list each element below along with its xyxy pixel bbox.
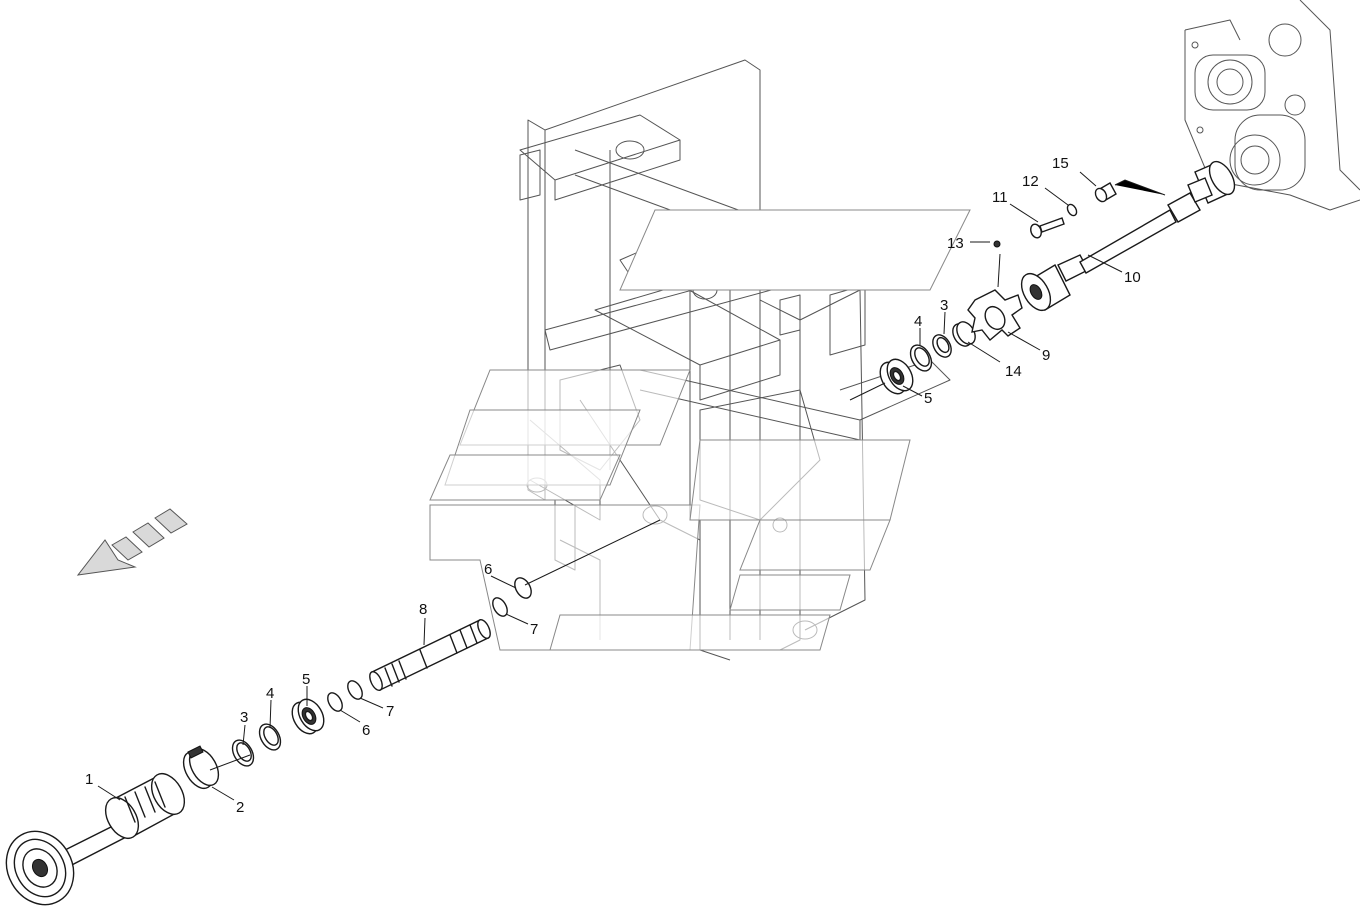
part-14-spacer	[952, 321, 976, 347]
gearbox-housing	[1184, 0, 1360, 211]
part-6-washer-lower	[327, 692, 343, 712]
callout-13: 13	[947, 235, 964, 252]
leader-lines	[97, 171, 1123, 801]
part-15-bushing	[1094, 182, 1117, 203]
callout-5: 5	[924, 390, 932, 407]
callout-3: 3	[940, 297, 948, 314]
callout-1: 1	[85, 771, 93, 788]
callout-14: 14	[1005, 363, 1022, 380]
part-7-circlip-lower	[347, 680, 363, 700]
callout-6: 6	[484, 561, 492, 578]
part-1-shaft-pulley	[5, 773, 186, 906]
callout-7: 7	[386, 703, 394, 720]
callout-5: 5	[302, 671, 310, 688]
assembly-axis-lines	[209, 179, 1166, 771]
part-9-star-hub	[967, 240, 1023, 341]
part-10-universal-joint-shaft	[1020, 160, 1236, 312]
callout-labels: 1 2 3 3 4 4 5 5 6 6 7 7 8 9 10 11 12 13 …	[85, 155, 1141, 816]
part-4-ring-upper	[909, 344, 933, 372]
callout-15: 15	[1052, 155, 1069, 172]
part-12-washer	[1066, 203, 1078, 217]
part-6-washer-upper	[514, 577, 532, 599]
part-2-clamp	[182, 745, 220, 790]
callout-8: 8	[419, 601, 427, 618]
part-5-bearing-upper	[879, 358, 914, 395]
background-guard-panels	[429, 209, 971, 651]
callout-10: 10	[1124, 269, 1141, 286]
direction-arrow-icon	[76, 508, 188, 576]
part-11-bolt	[1030, 217, 1065, 239]
callout-3: 3	[240, 709, 248, 726]
callout-4: 4	[914, 313, 922, 330]
callout-9: 9	[1042, 347, 1050, 364]
callout-12: 12	[1022, 173, 1039, 190]
callout-4: 4	[266, 685, 274, 702]
callout-2: 2	[236, 799, 244, 816]
callout-11: 11	[992, 189, 1008, 206]
part-5-bearing-lower	[291, 698, 325, 735]
callout-7: 7	[530, 621, 538, 638]
part-3-circlip-upper	[932, 334, 952, 358]
part-7-circlip-upper	[492, 597, 508, 617]
callout-6: 6	[362, 722, 370, 739]
part-8-splined-shaft	[369, 618, 491, 692]
part-4-ring-lower	[258, 723, 282, 751]
